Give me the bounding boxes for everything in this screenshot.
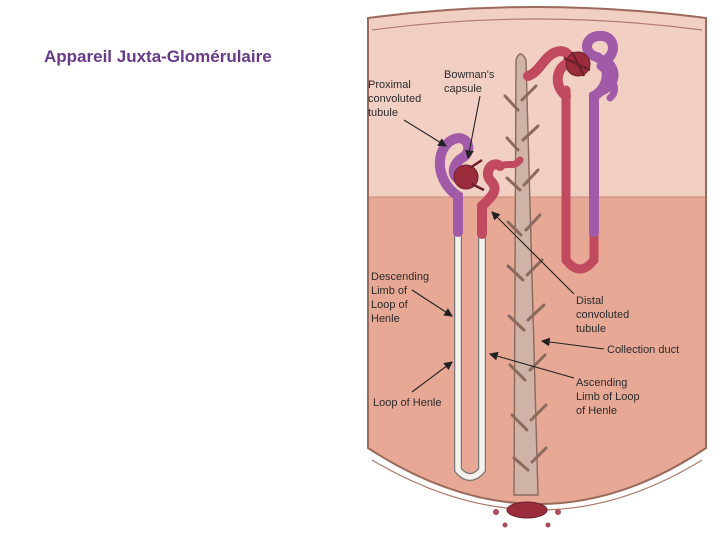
label-descending-line2: Limb of [371,285,408,297]
label-distal-line2: convoluted [576,309,629,321]
label-collection-line1: Collection duct [607,344,679,356]
label-proximal-line1: Proximal [368,79,411,91]
distal-tubule-right [523,46,575,101]
label-bowman-line2: capsule [444,83,482,95]
kidney-outline [367,6,707,505]
label-ascending: Ascending Limb of Loop of Henle [488,351,640,417]
label-ascending-line3: of Henle [576,405,617,417]
label-proximal-line2: convoluted [368,93,421,105]
glomerulus-left [453,164,479,190]
label-loop-line1: Loop of Henle [373,397,442,409]
proximal-tubule-left [434,133,474,237]
label-descending-line3: Loop of [371,299,409,311]
label-proximal-line3: tubule [368,107,398,119]
label-proximal: Proximal convoluted tubule [368,79,447,147]
label-collection: Collection duct [540,337,679,356]
label-descending-line4: Henle [371,313,400,325]
slide-title: Appareil Juxta-Glomérulaire [44,47,272,66]
label-bowman-line1: Bowman's [444,69,495,81]
papilla-opening [506,501,548,519]
label-loop: Loop of Henle [373,361,453,409]
capsule-inner-line [371,18,703,31]
label-ascending-line2: Limb of Loop [576,391,640,403]
proximal-tubule-right [582,30,618,237]
label-descending-line1: Descending [371,271,429,283]
label-descending: Descending Limb of Loop of Henle [371,271,453,325]
nephron-short [434,133,524,481]
label-distal: Distal convoluted tubule [491,211,629,335]
label-ascending-line1: Ascending [576,377,627,389]
kidney-section [360,0,720,540]
label-distal-line1: Distal [576,295,604,307]
loop-of-henle-right [561,85,599,274]
cortex-region [368,7,706,200]
nephron-long [523,30,619,274]
distal-tubule-left [477,159,505,239]
label-distal-line3: tubule [576,323,606,335]
label-bowman: Bowman's capsule [444,69,495,160]
